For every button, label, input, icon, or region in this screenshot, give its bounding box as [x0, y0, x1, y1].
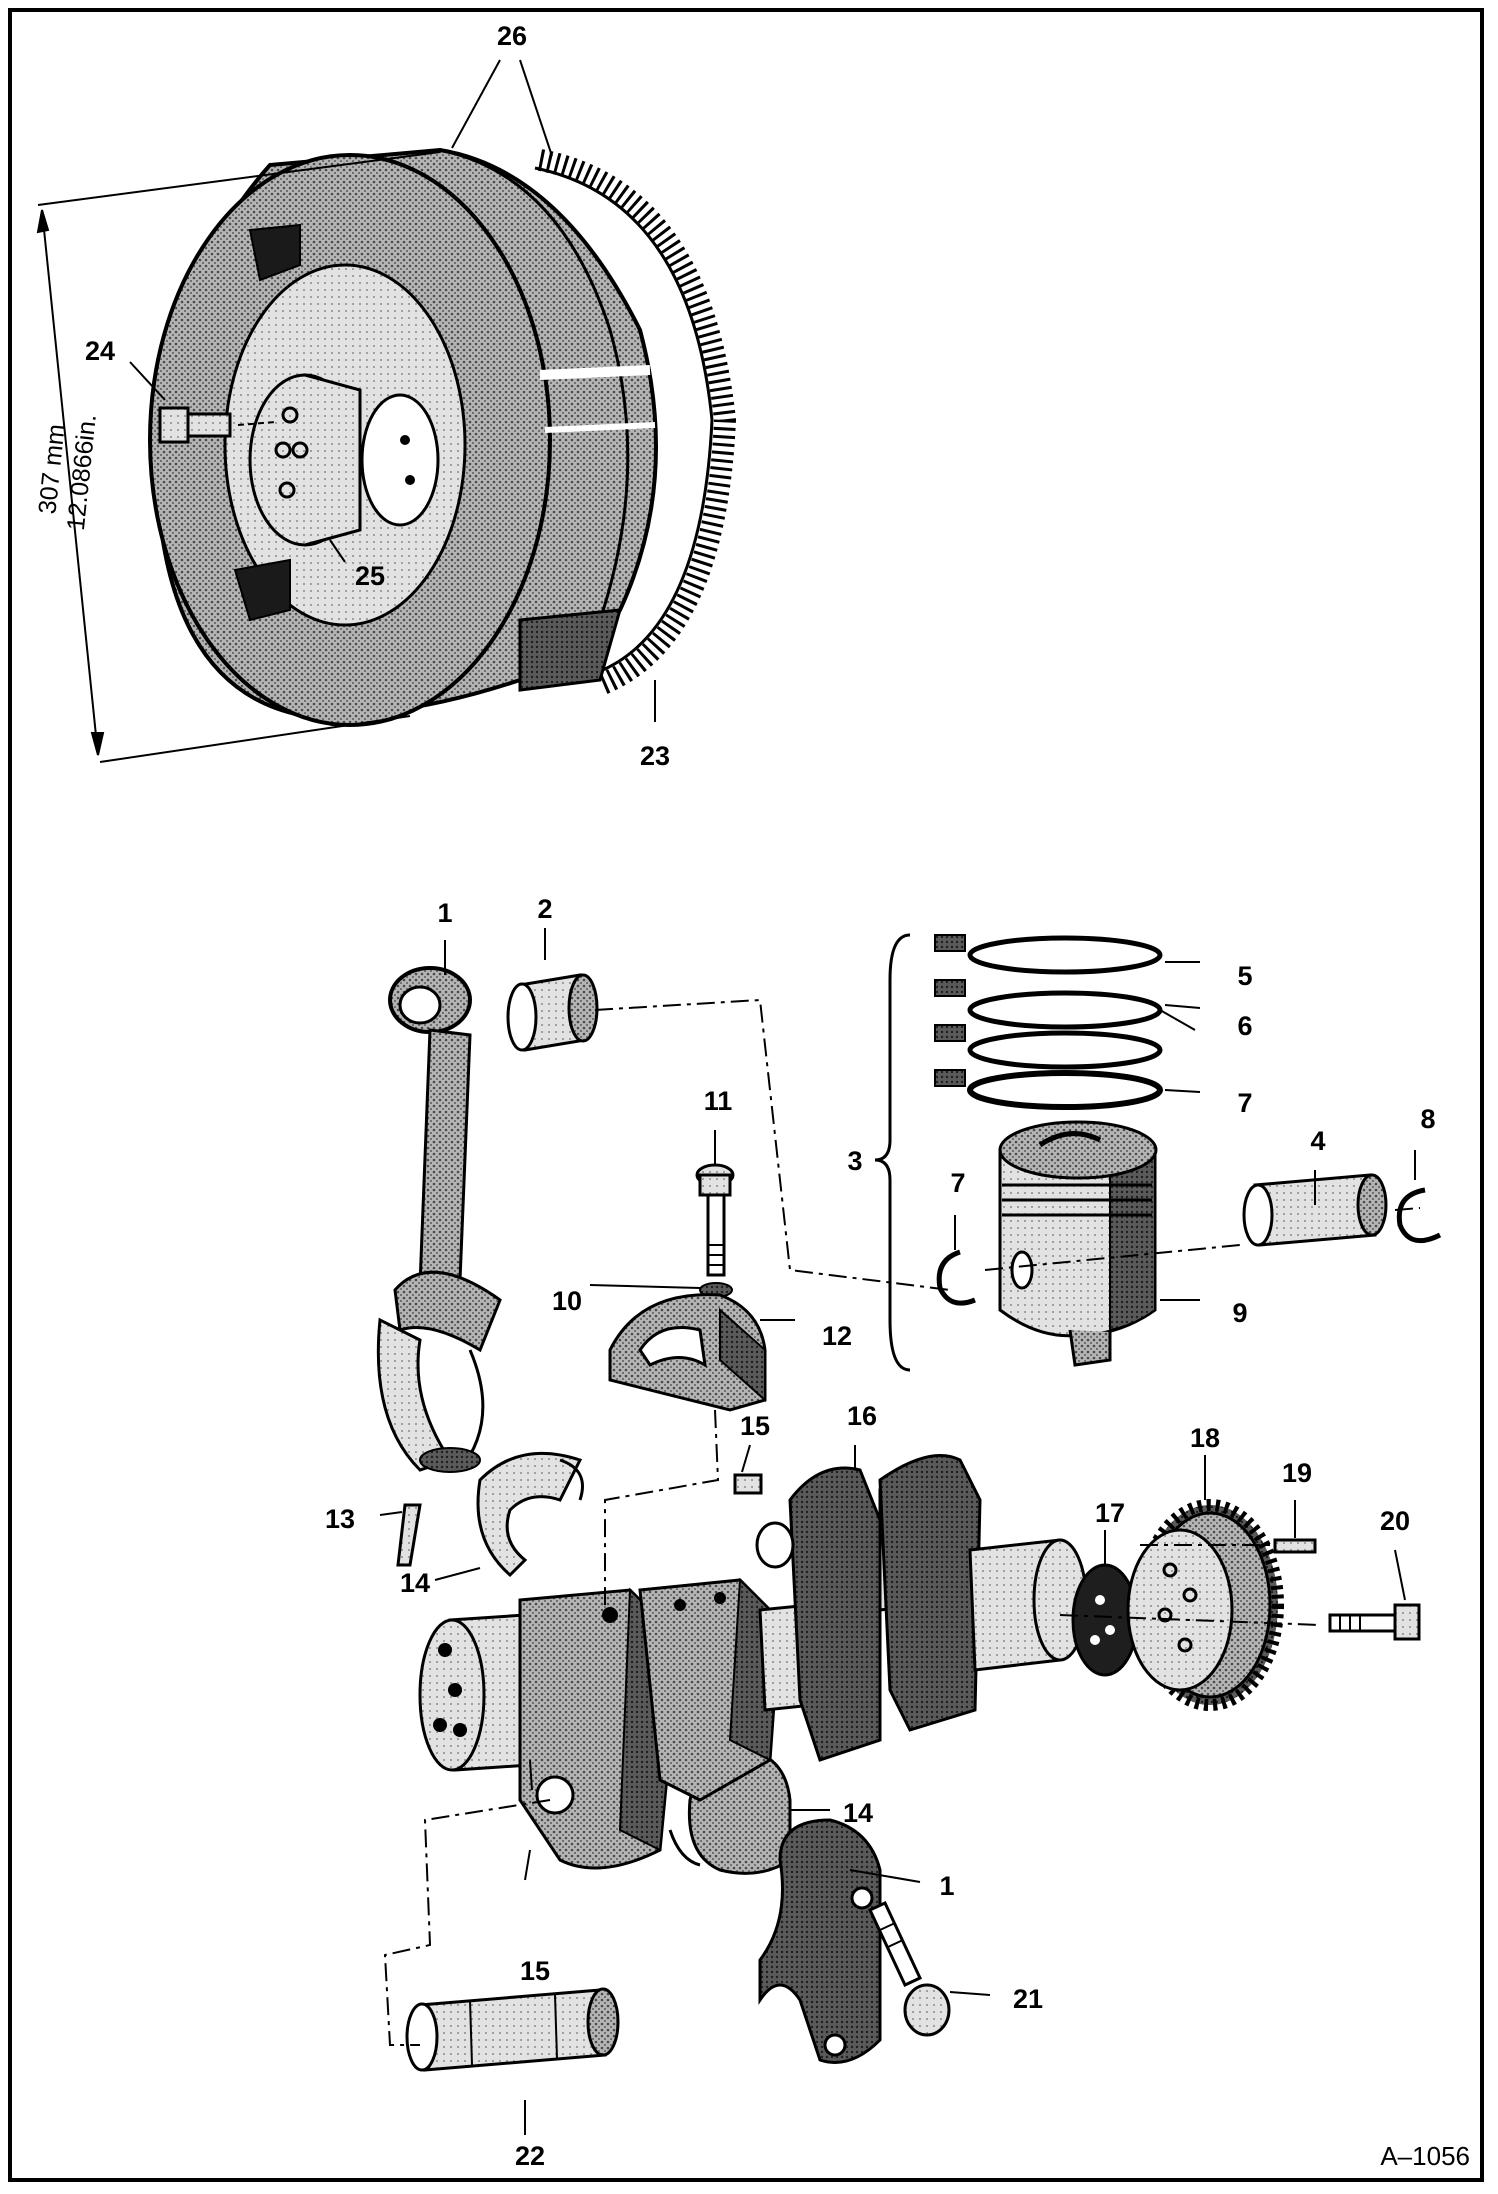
figure-reference: A–1056 — [1380, 2141, 1470, 2171]
callout-1-cap: 1 — [939, 1871, 954, 1901]
dowel-15-top — [733, 1473, 763, 1495]
callout-8: 8 — [1420, 1104, 1435, 1134]
gear-bolt — [1328, 1603, 1421, 1641]
callout-12: 12 — [822, 1321, 852, 1351]
callout-16: 16 — [847, 1401, 877, 1431]
callout-4: 4 — [1310, 1126, 1325, 1156]
crankshaft-gear — [1126, 1499, 1284, 1711]
gear-pin — [1273, 1538, 1317, 1554]
piston-pin — [1242, 1173, 1388, 1247]
callout-13: 13 — [325, 1504, 355, 1534]
bearing-shell-upper — [476, 1451, 584, 1578]
assembly-lines — [383, 998, 1421, 2046]
connecting-rod — [376, 966, 502, 1473]
callout-21: 21 — [1013, 1984, 1043, 2014]
callout-24: 24 — [85, 336, 115, 366]
callout-1: 1 — [437, 898, 452, 928]
callout-2: 2 — [537, 894, 552, 924]
main-bearing-cap — [608, 1293, 767, 1412]
piston — [998, 1120, 1158, 1367]
circlip-left — [936, 1249, 976, 1306]
diameter-dimension — [36, 151, 441, 763]
callout-23: 23 — [640, 741, 670, 771]
callout-9: 9 — [1232, 1298, 1247, 1328]
leader-lines — [379, 928, 1416, 2135]
callout-20: 20 — [1380, 1506, 1410, 1536]
callout-25: 25 — [355, 561, 385, 591]
callout-18: 18 — [1190, 1423, 1220, 1453]
callout-labels: 26 24 25 23 1 2 5 6 7 8 4 3 7 9 11 10 12… — [85, 21, 1436, 2171]
piston-rings — [967, 935, 1163, 1110]
callout-11: 11 — [704, 1086, 733, 1116]
callout-22: 22 — [515, 2141, 545, 2171]
callout-15-top: 15 — [740, 1411, 770, 1441]
ring-gear — [534, 149, 737, 696]
brace-3 — [874, 933, 911, 1372]
sleeve-22 — [405, 1987, 620, 2072]
callout-26: 26 — [497, 21, 527, 51]
callout-7-ring: 7 — [1237, 1088, 1252, 1118]
rod-bolt — [868, 1901, 951, 2037]
callout-17: 17 — [1095, 1498, 1125, 1528]
callout-3: 3 — [847, 1146, 862, 1176]
callout-14-upper: 14 — [400, 1568, 430, 1598]
callout-10: 10 — [552, 1286, 582, 1316]
callout-7-circlip: 7 — [950, 1168, 965, 1198]
callout-5: 5 — [1237, 961, 1252, 991]
callout-19: 19 — [1282, 1458, 1312, 1488]
circlip-right — [1396, 1187, 1442, 1244]
dowel-13 — [396, 1503, 422, 1567]
ring-sections — [934, 934, 966, 1087]
diagram-frame — [8, 8, 1484, 2182]
small-end-bushing — [506, 973, 599, 1052]
cap-bolt — [695, 1163, 735, 1298]
flywheel-assembly: 307 mm 12.0866in. — [33, 59, 737, 763]
callout-15-bottom: 15 — [520, 1956, 550, 1986]
callout-14-lower: 14 — [843, 1798, 873, 1828]
flywheel-bolt — [158, 406, 276, 444]
connecting-rod-cap — [758, 1818, 882, 2064]
callout-6: 6 — [1237, 1011, 1252, 1041]
